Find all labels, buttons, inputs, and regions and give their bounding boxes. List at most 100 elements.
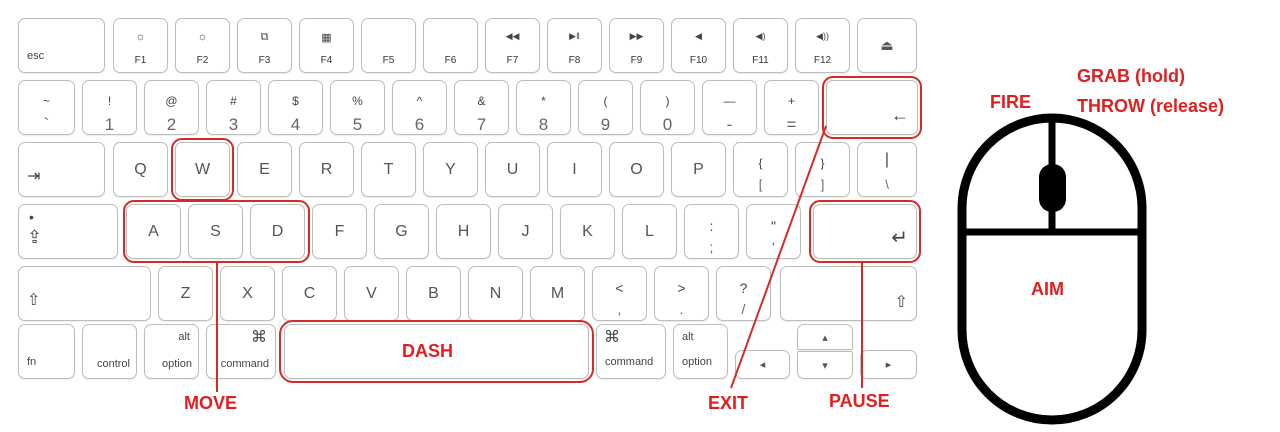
key-letter: R (320, 160, 333, 178)
key-k[interactable]: K (560, 204, 615, 259)
key-period[interactable]: >. (654, 266, 709, 321)
key-tab[interactable]: ⇥ (18, 142, 105, 197)
key-h[interactable]: H (436, 204, 491, 259)
key-y[interactable]: Y (423, 142, 478, 197)
key-quote[interactable]: "' (746, 204, 801, 259)
key-n[interactable]: N (468, 266, 523, 321)
key-v[interactable]: V (344, 266, 399, 321)
key-e[interactable]: E (237, 142, 292, 197)
key-letter: D (271, 222, 284, 240)
key-r[interactable]: R (299, 142, 354, 197)
key-m[interactable]: M (530, 266, 585, 321)
key-2[interactable]: @2 (144, 80, 199, 135)
key-f1[interactable]: ☼F1 (113, 18, 168, 73)
key-a[interactable]: A (126, 204, 181, 259)
key-5[interactable]: %5 (330, 80, 385, 135)
key-bottom-label: . (679, 301, 684, 317)
key-d[interactable]: D (250, 204, 305, 259)
key-esc[interactable]: esc (18, 18, 105, 73)
key-letter: Q (134, 160, 147, 178)
key-backtick[interactable]: ~` (18, 80, 75, 135)
key-f2[interactable]: ☼F2 (175, 18, 230, 73)
backspace-arrow-icon: ← (891, 105, 909, 125)
key-top-label: ^ (416, 94, 423, 108)
key-0[interactable]: )0 (640, 80, 695, 135)
key-u[interactable]: U (485, 142, 540, 197)
key-7[interactable]: &7 (454, 80, 509, 135)
key-f10[interactable]: ◀F10 (671, 18, 726, 73)
key-bottom-label: 0 (662, 115, 673, 134)
key-shift-left[interactable]: ⇧ (18, 266, 151, 321)
key-letter: M (550, 284, 565, 302)
key-f5[interactable]: F5 (361, 18, 416, 73)
f12-label: F12 (813, 55, 832, 66)
key-f[interactable]: F (312, 204, 367, 259)
key-comma[interactable]: <, (592, 266, 647, 321)
key-arrow-left[interactable]: ◂ (735, 350, 790, 379)
f10-label: F10 (689, 55, 708, 66)
key-bracket-open[interactable]: {[ (733, 142, 788, 197)
key-z[interactable]: Z (158, 266, 213, 321)
key-t[interactable]: T (361, 142, 416, 197)
key-3[interactable]: #3 (206, 80, 261, 135)
key-x[interactable]: X (220, 266, 275, 321)
key-space[interactable] (284, 324, 589, 379)
key-bottom-label: 8 (538, 115, 549, 134)
key-8[interactable]: *8 (516, 80, 571, 135)
key-backslash[interactable]: |\ (857, 142, 917, 197)
command-label: command (605, 356, 654, 368)
key-top-label: ? (739, 280, 748, 296)
key-c[interactable]: C (282, 266, 337, 321)
key-bottom-label: 6 (414, 115, 425, 134)
key-shift-right[interactable]: ⇧ (780, 266, 917, 321)
key-top-label: @ (165, 94, 178, 108)
key-semicolon[interactable]: :; (684, 204, 739, 259)
highlight-backspace (822, 76, 922, 139)
caps-lock-icon: ⇪ (27, 227, 43, 247)
key-f4[interactable]: ▦F4 (299, 18, 354, 73)
key-eject[interactable]: ⏏ (857, 18, 917, 73)
key-f7[interactable]: ◀◀F7 (485, 18, 540, 73)
eject-icon: ⏏ (880, 37, 894, 53)
key-f6[interactable]: F6 (423, 18, 478, 73)
key-s[interactable]: S (188, 204, 243, 259)
key-f9[interactable]: ▶▶F9 (609, 18, 664, 73)
key-caps-lock[interactable]: •⇪ (18, 204, 118, 259)
key-b[interactable]: B (406, 266, 461, 321)
key-arrow-right[interactable]: ▸ (860, 350, 917, 379)
f4-label: F4 (320, 55, 333, 66)
key-f11[interactable]: ◀)F11 (733, 18, 788, 73)
key-arrow-up[interactable]: ▴ (797, 324, 853, 350)
key-enter[interactable]: ↵ (813, 204, 917, 259)
key-equals[interactable]: += (764, 80, 819, 135)
f7-label: F7 (506, 55, 519, 66)
key-f3[interactable]: ⧉F3 (237, 18, 292, 73)
key-l[interactable]: L (622, 204, 677, 259)
volume-down-icon: ◀) (755, 31, 766, 41)
key-backspace[interactable]: ← (826, 80, 918, 135)
key-fn[interactable]: fn (18, 324, 75, 379)
key-arrow-down[interactable]: ▾ (797, 351, 853, 379)
key-4[interactable]: $4 (268, 80, 323, 135)
key-control[interactable]: control (82, 324, 137, 379)
key-1[interactable]: !1 (82, 80, 137, 135)
key-g[interactable]: G (374, 204, 429, 259)
key-slash[interactable]: ?/ (716, 266, 771, 321)
key-i[interactable]: I (547, 142, 602, 197)
key-command-right[interactable]: ⌘command (596, 324, 666, 379)
key-top-label: $ (292, 94, 299, 108)
key-w[interactable]: W (175, 142, 230, 197)
key-f12[interactable]: ◀))F12 (795, 18, 850, 73)
key-q[interactable]: Q (113, 142, 168, 197)
key-9[interactable]: (9 (578, 80, 633, 135)
key-minus[interactable]: —- (702, 80, 757, 135)
label-grab: GRAB (hold) (1077, 66, 1185, 86)
key-o[interactable]: O (609, 142, 664, 197)
key-bottom-label: ' (772, 239, 775, 255)
key-j[interactable]: J (498, 204, 553, 259)
key-6[interactable]: ^6 (392, 80, 447, 135)
key-p[interactable]: P (671, 142, 726, 197)
